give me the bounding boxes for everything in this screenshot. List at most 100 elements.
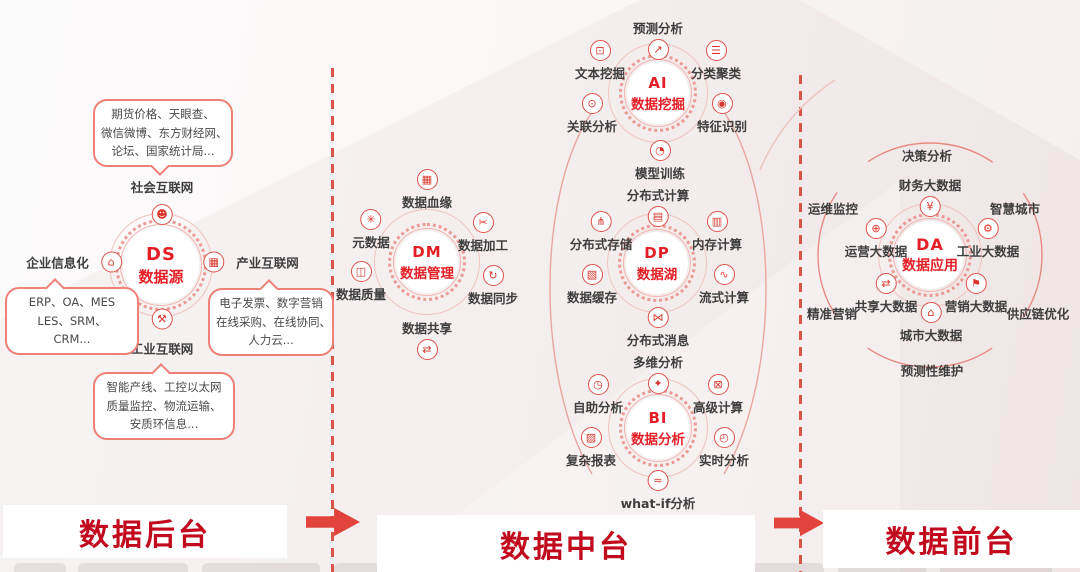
factory-icon: ⚒ (151, 308, 173, 330)
advanced-compute-icon: ⊠ (707, 374, 729, 395)
industry-internet-bubble: 电子发票、数字营销 在线采购、在线协同、 人力云... (208, 279, 334, 356)
cutoff-tab (712, 563, 824, 572)
satellite-label: 数据共享 (401, 321, 453, 336)
memory-compute-icon: ▥ (706, 211, 728, 232)
hub-name: 数据管理 (400, 265, 454, 282)
finance-icon: ¥ (919, 196, 941, 217)
satellite-label: 内存计算 (691, 237, 743, 252)
enterprise-it-bubble: ERP、OA、MES LES、SRM、 CRM... (5, 278, 139, 355)
da-satellite-operations: ⊕ 运营大数据 (845, 218, 907, 260)
hub-core: DP 数据湖 (626, 232, 688, 294)
dm-satellite-sync: ↻ 数据同步 (468, 265, 518, 307)
hub-data-mining: AI 数据挖掘 (608, 43, 708, 143)
satellite-label: 流式计算 (698, 290, 750, 305)
bi-satellite-multidim: 多维分析 ✦ (633, 352, 683, 394)
satellite-label: 数据加工 (457, 238, 509, 253)
da-satellite-finance: 财务大数据 ¥ (898, 175, 962, 217)
satellite-label: 分布式计算 (626, 188, 690, 203)
backend-title-band: 数据后台 (3, 505, 287, 558)
bi-satellite-selfservice: ◷ 自助分析 (573, 374, 623, 416)
hub-outer-ring (374, 209, 480, 315)
model-training-icon: ◔ (649, 140, 671, 161)
hub-code: BI (648, 408, 668, 427)
predict-chart-icon: ↗ (647, 39, 669, 60)
ds-satellite-industry-internet: ▦ 产业互联网 (203, 251, 299, 273)
classify-icon: ☰ (705, 40, 727, 61)
ai-satellite-association: ⊙ 关联分析 (567, 93, 617, 135)
da-outer-precision-marketing: 精准营销 (806, 306, 858, 322)
satellite-label: 分类聚类 (690, 66, 742, 81)
hub-name: 数据挖掘 (631, 96, 685, 113)
stream-icon: ∿ (713, 264, 735, 285)
da-satellite-sharing: ⇄ 共享大数据 (854, 273, 918, 315)
satellite-label: 城市大数据 (899, 328, 963, 343)
bi-satellite-advanced-compute: ⊠ 高级计算 (693, 374, 743, 416)
feature-icon: ◉ (711, 93, 733, 114)
hub-core: DA 数据应用 (896, 221, 964, 289)
dp-satellite-stream: ∿ 流式计算 (699, 264, 749, 306)
satellite-label: 高级计算 (692, 400, 744, 415)
ai-satellite-feature: ◉ 特征识别 (697, 93, 747, 135)
satellite-label: 产业互联网 (236, 255, 299, 271)
association-icon: ⊙ (581, 93, 603, 114)
city-icon: ⌂ (920, 302, 942, 323)
satellite-label: 财务大数据 (898, 178, 962, 193)
satellite-label: 数据血缘 (401, 195, 453, 210)
hub-code: DP (644, 243, 670, 262)
ds-satellite-social-internet: 社会互联网 ☻ (130, 177, 194, 225)
satellite-label: 数据缓存 (566, 290, 618, 305)
da-outer-ops-monitoring: 运维监控 (807, 201, 859, 217)
cutoff-tab (202, 563, 320, 572)
da-outer-predictive-maintenance: 预测性维护 (900, 363, 964, 379)
middle-title-band: 数据中台 (377, 515, 755, 572)
dm-satellite-quality: ◫ 数据质量 (336, 261, 386, 303)
satellite-label: 数据同步 (467, 291, 519, 306)
da-satellite-marketing: ⚑ 营销大数据 (944, 273, 1008, 315)
section-title: 数据前台 (885, 525, 1018, 560)
ds-satellite-enterprise-it: 企业信息化 ⌂ (26, 251, 122, 273)
dm-satellite-metadata: ✳ 元数据 (352, 209, 390, 251)
satellite-label: 元数据 (352, 235, 390, 250)
bi-satellite-whatif: ≈ what-if分析 (621, 470, 695, 512)
ai-satellite-predict: 预测分析 ↗ (633, 18, 683, 60)
hub-name: 数据湖 (636, 266, 678, 283)
realtime-icon: ◴ (713, 427, 735, 448)
hub-name: 数据应用 (902, 258, 958, 274)
hub-gear-ring (388, 223, 466, 301)
distributed-storage-icon: ⋔ (590, 211, 612, 232)
cutoff-tab (334, 563, 414, 572)
satellite-label: 共享大数据 (854, 299, 918, 314)
social-internet-bubble: 期货价格、天眼查、 微信微博、东方财经网、 论坛、国家统计局... (93, 99, 233, 176)
da-outer-supply-chain: 供应链优化 (1006, 306, 1070, 322)
sharing-icon: ⇄ (875, 273, 897, 294)
satellite-label: 复杂报表 (565, 453, 617, 468)
da-outer-decision-analysis: 决策分析 (901, 148, 953, 164)
hub-code: DA (916, 235, 944, 254)
report-icon: ▨ (580, 427, 602, 448)
hub-core: AI 数据挖掘 (627, 62, 689, 124)
hub-code: DS (146, 243, 176, 265)
hub-name: 数据分析 (631, 431, 685, 448)
cache-icon: ▧ (581, 264, 603, 285)
operations-icon: ⊕ (865, 218, 887, 239)
satellite-label: 多维分析 (632, 355, 684, 370)
dp-satellite-cache: ▧ 数据缓存 (567, 264, 617, 306)
satellite-label: 关联分析 (566, 119, 618, 134)
frontend-title-band: 数据前台 (823, 510, 1080, 568)
hub-code: DM (412, 242, 442, 261)
section-divider-right (799, 75, 802, 572)
lineage-icon: ▦ (416, 169, 438, 190)
dp-satellite-message: ⋈ 分布式消息 (626, 307, 690, 349)
dm-satellite-processing: ✂ 数据加工 (458, 212, 508, 254)
satellite-label: 实时分析 (698, 453, 750, 468)
satellite-label: 分布式消息 (626, 333, 690, 348)
industrial-icon: ⚙ (977, 218, 999, 239)
multidim-icon: ✦ (647, 373, 669, 394)
hub-data-management: DM 数据管理 (374, 209, 480, 315)
distributed-compute-icon: ▤ (647, 206, 669, 227)
satellite-label: 营销大数据 (944, 299, 1008, 314)
satellite-label: 社会互联网 (130, 180, 194, 195)
share-icon: ⇄ (416, 339, 438, 360)
dm-satellite-share: 数据共享 ⇄ (402, 318, 452, 360)
